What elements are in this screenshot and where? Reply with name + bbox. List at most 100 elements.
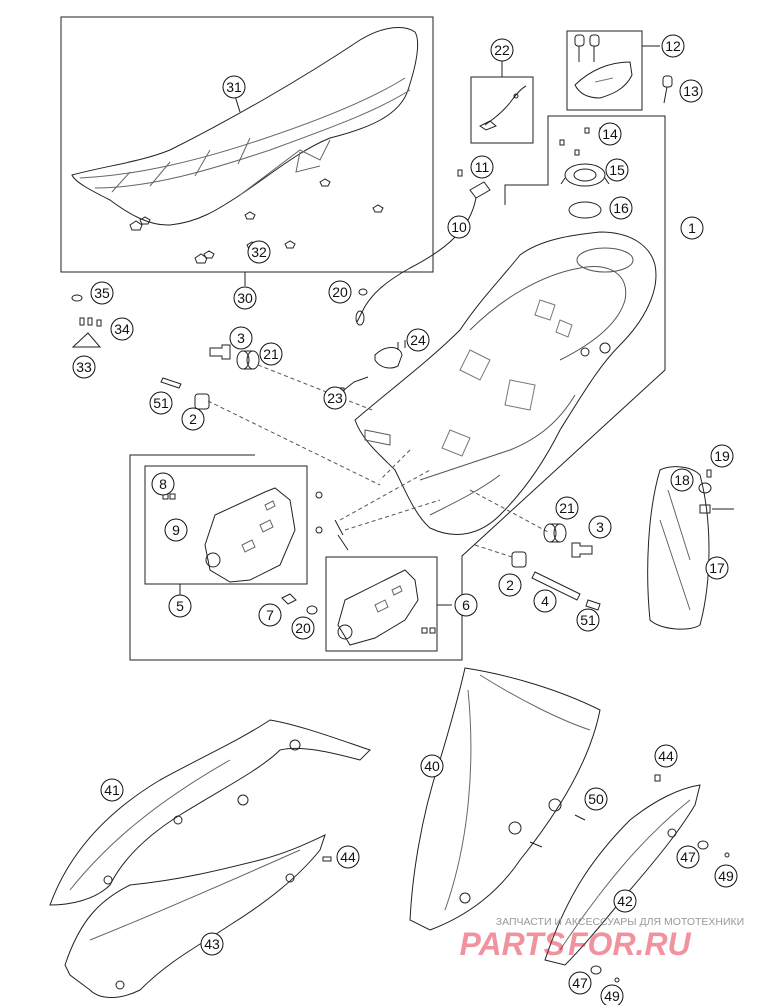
callout-circle [200, 932, 224, 956]
callout-circle [705, 556, 729, 580]
callout-number: 14 [602, 126, 618, 142]
callout-number: 18 [674, 472, 690, 488]
callout-circle [679, 79, 703, 103]
callout-number: 41 [104, 782, 120, 798]
callout-circle [291, 616, 315, 640]
callout-circle [168, 594, 192, 618]
callout-number: 19 [714, 448, 730, 464]
callout-circle [72, 355, 96, 379]
callout-circle [555, 496, 579, 520]
spacer-right [511, 551, 527, 568]
callout-circle [229, 326, 253, 350]
callout-number: 1 [688, 220, 696, 236]
callout-c31: 31 [222, 75, 246, 99]
callout-number: 8 [159, 476, 167, 492]
callout-circle [661, 34, 685, 58]
hose-group-box [470, 60, 534, 144]
callout-c42: 42 [613, 889, 637, 913]
callout-number: 21 [559, 500, 575, 516]
callout-number: 23 [327, 390, 343, 406]
callout-c2b: 2 [498, 573, 522, 597]
callout-number: 33 [76, 359, 92, 375]
callout-circle [490, 38, 514, 62]
callout-number: 30 [237, 290, 253, 306]
callout-number: 47 [680, 849, 696, 865]
callout-c9: 9 [164, 518, 188, 542]
callout-circle [247, 240, 271, 264]
callout-number: 22 [494, 42, 510, 58]
callout-circle [613, 889, 637, 913]
spare-key [662, 75, 673, 104]
tank-cap-screws [559, 127, 605, 156]
clip-19 [706, 469, 712, 478]
callout-circle [233, 286, 257, 310]
callout-c41: 41 [100, 778, 124, 802]
callout-circle [100, 778, 124, 802]
callout-c2a: 2 [181, 407, 205, 431]
callout-number: 3 [237, 330, 245, 346]
callout-c49a: 49 [714, 864, 738, 888]
callout-circle [605, 158, 629, 182]
callout-c32: 32 [247, 240, 271, 264]
callout-number: 31 [226, 79, 242, 95]
sleeve-4 [531, 571, 581, 601]
callout-circle [670, 468, 694, 492]
callout-circle [454, 593, 478, 617]
callout-c23: 23 [323, 386, 347, 410]
callout-c22: 22 [490, 38, 514, 62]
fuel-tank [354, 231, 657, 535]
callout-circle [654, 744, 678, 768]
seat [71, 27, 419, 226]
callout-circle [164, 518, 188, 542]
callout-number: 17 [709, 560, 725, 576]
watermark-brand-left: PARTS [460, 926, 566, 962]
callout-circle [568, 971, 592, 995]
callout-number: 40 [424, 758, 440, 774]
callout-c24: 24 [406, 328, 430, 352]
callout-c16: 16 [609, 196, 633, 220]
callout-number: 16 [613, 200, 629, 216]
callout-c1: 1 [680, 216, 704, 240]
guard-screws [162, 491, 349, 551]
callout-number: 49 [604, 988, 620, 1004]
callout-circle [323, 386, 347, 410]
callout-circle [447, 215, 471, 239]
callout-number: 51 [580, 612, 596, 628]
left-lower-panel [64, 834, 326, 998]
right-lower-panel [544, 784, 701, 966]
callout-circle [406, 328, 430, 352]
callout-circle [470, 155, 494, 179]
callout-number: 20 [332, 284, 348, 300]
callout-c30: 30 [233, 286, 257, 310]
radiator-shroud [409, 667, 601, 931]
callout-c7: 7 [258, 603, 282, 627]
callout-number: 44 [340, 849, 356, 865]
bolt-51-right [585, 599, 601, 611]
keys-group-box [566, 30, 660, 111]
callout-c47b: 47 [568, 971, 592, 995]
callout-c51b: 51 [576, 608, 600, 632]
callout-c44a: 44 [654, 744, 678, 768]
callout-number: 10 [451, 219, 467, 235]
callout-c47a: 47 [676, 845, 700, 869]
callout-number: 32 [251, 244, 267, 260]
callout-c19: 19 [710, 444, 734, 468]
callout-c34: 34 [110, 317, 134, 341]
rubber-bushing-right [543, 523, 567, 543]
guard-ring-20 [306, 605, 318, 615]
callout-number: 11 [475, 159, 490, 175]
fuel-tank-group-box [129, 115, 666, 661]
side-washer-35 [71, 294, 83, 302]
callout-number: 47 [572, 975, 588, 991]
callout-number: 2 [506, 577, 514, 593]
seat-group-box [60, 16, 434, 286]
callout-c10: 10 [447, 215, 471, 239]
callout-number: 2 [189, 411, 197, 427]
callout-c11: 11 [470, 155, 494, 179]
callout-number: 3 [596, 519, 604, 535]
callout-c8: 8 [151, 472, 175, 496]
callout-number: 50 [588, 791, 604, 807]
callout-c14: 14 [598, 122, 622, 146]
callout-c6: 6 [454, 593, 478, 617]
